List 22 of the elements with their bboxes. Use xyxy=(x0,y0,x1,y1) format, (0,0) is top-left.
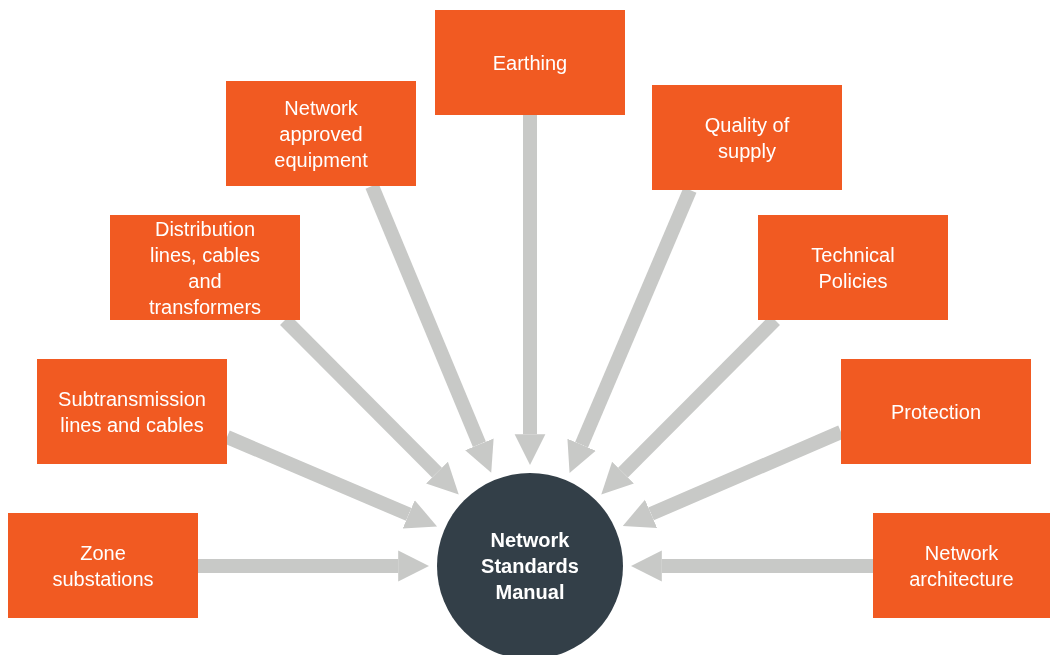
topic-box xyxy=(873,513,1050,618)
topic-box xyxy=(8,513,198,618)
topic-box xyxy=(435,10,625,115)
topic-box xyxy=(226,81,416,186)
arrow xyxy=(631,550,873,582)
node-label: Technical Policies xyxy=(810,242,896,294)
topic-box xyxy=(652,85,842,190)
node-label: Network architecture xyxy=(908,540,1015,592)
node-label: Quality of supply xyxy=(703,112,791,164)
topic-box xyxy=(841,359,1031,464)
topic-box xyxy=(758,215,948,320)
node-label: Network approved equipment xyxy=(273,95,369,173)
node-label: Zone substations xyxy=(51,540,155,592)
topic-box xyxy=(37,359,227,464)
node-label: Subtransmission lines and cables xyxy=(57,386,207,438)
topic-box xyxy=(110,215,300,320)
arrow xyxy=(514,115,546,465)
node-label: Network Standards Manual xyxy=(480,528,580,605)
node-label: Distribution lines, cables and transformers xyxy=(147,216,263,320)
arrow xyxy=(198,550,429,582)
node-label: Earthing xyxy=(491,50,569,76)
node-label: Protection xyxy=(889,399,983,425)
